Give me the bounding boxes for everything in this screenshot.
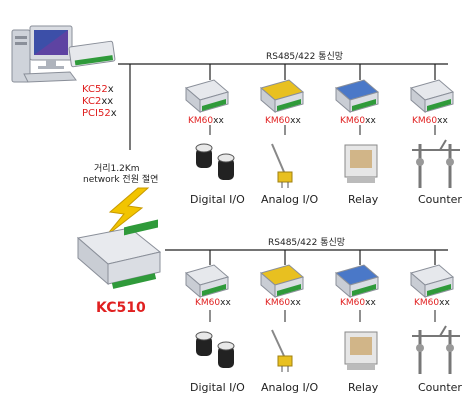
module-icon-analog-bottom <box>259 264 305 299</box>
top-bus-label: RS485/422 통신망 <box>266 51 343 62</box>
relay-icon-top <box>344 144 378 183</box>
sensor-icon-top <box>195 143 235 180</box>
sensor-icon-bottom <box>195 331 235 368</box>
module-label-bottom-1: KM60xx <box>195 298 231 308</box>
module-label-top-2: KM60xx <box>265 116 301 126</box>
gateway-device-icon <box>76 219 162 289</box>
device-label-relay-top: Relay <box>348 193 379 206</box>
device-label-relay-bottom: Relay <box>348 381 379 394</box>
module-icon-analog-top <box>259 79 305 114</box>
module-icon-digital-bottom <box>184 264 230 299</box>
module-icon-counter-top <box>409 79 455 114</box>
relay-icon-bottom <box>344 331 378 370</box>
module-icon-relay-bottom <box>334 264 380 299</box>
module-label-bottom-2: KM60xx <box>265 298 301 308</box>
module-icon-counter-bottom <box>409 264 455 299</box>
module-label-bottom-4: KM60xx <box>414 298 450 308</box>
module-label-top-3: KM60xx <box>340 116 376 126</box>
host-model-pci52x: PCI52x <box>82 108 117 119</box>
thermocouple-icon-bottom <box>271 329 293 372</box>
device-label-counter-bottom: Counter <box>418 381 462 394</box>
gateway-label: KC510 <box>96 300 146 316</box>
device-label-analog-top: Analog I/O <box>261 193 318 206</box>
module-icon-digital-top <box>184 79 230 114</box>
module-label-top-4: KM60xx <box>412 116 448 126</box>
computer-icon <box>11 25 116 83</box>
device-label-digital-bottom: Digital I/O <box>190 381 245 394</box>
counter-icon-top <box>412 139 460 188</box>
device-label-counter-top: Counter <box>418 193 462 206</box>
counter-icon-bottom <box>412 325 460 374</box>
bottom-bus <box>165 249 448 322</box>
isolation-label: network 전원 절연 <box>83 173 158 185</box>
host-model-kc2xx: KC2xx <box>82 96 113 107</box>
module-label-top-1: KM60xx <box>188 116 224 126</box>
host-model-kc52x: KC52x <box>82 84 114 95</box>
host-model-list: KC52x KC2xx PCI52x <box>82 84 117 119</box>
module-label-bottom-3: KM60xx <box>340 298 376 308</box>
device-label-digital-top: Digital I/O <box>190 193 245 206</box>
thermocouple-icon-top <box>271 143 293 188</box>
module-icon-relay-top <box>334 79 380 114</box>
lightning-icon <box>105 187 150 237</box>
distance-label: 거리1.2Km <box>94 163 140 174</box>
bottom-bus-label: RS485/422 통신망 <box>268 237 345 248</box>
top-bus <box>118 63 448 150</box>
device-label-analog-bottom: Analog I/O <box>261 381 318 394</box>
